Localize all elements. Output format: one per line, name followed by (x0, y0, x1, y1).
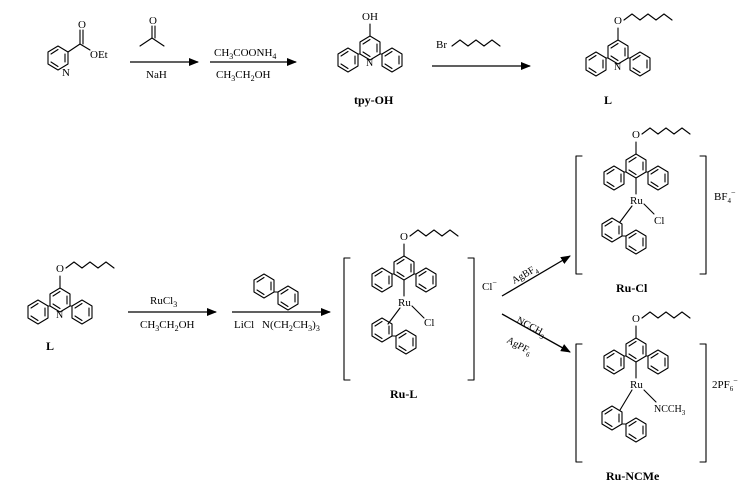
label-ru-l: Ru-L (390, 387, 417, 401)
reagent-licl: LiCl (234, 319, 254, 331)
svg-text:N: N (56, 310, 63, 321)
counterion-pf6: 2PF6− (712, 376, 738, 393)
svg-text:Cl: Cl (654, 215, 664, 227)
svg-text:Ru: Ru (398, 297, 411, 309)
tpy-oh-structure: OH N (338, 11, 402, 72)
label-tpy-oh: tpy-OH (354, 93, 394, 107)
complex-ru-l: O Ru Cl (343, 229, 475, 381)
svg-text:O: O (56, 263, 64, 275)
arrow-to-ru-cl (501, 255, 571, 297)
svg-text:N: N (366, 58, 373, 69)
svg-text:N: N (614, 62, 621, 73)
ligand-l-left: O N (28, 261, 115, 324)
reagent-ethanol: CH3CH2OH (216, 69, 271, 83)
svg-text:O: O (632, 129, 640, 141)
label-ru-ncme: Ru-NCMe (606, 469, 660, 483)
complex-ru-ncme: O Ru NCCH3 (575, 311, 707, 463)
svg-text:Ru: Ru (630, 379, 643, 391)
atom-oh: OH (362, 11, 378, 23)
svg-text:O: O (400, 231, 408, 243)
svg-text:Ru: Ru (630, 195, 643, 207)
label-l-left: L (46, 339, 54, 353)
bipyridine-reagent (254, 274, 298, 310)
counterion-bf4: BF4− (714, 188, 736, 205)
label-l-top: L (604, 93, 612, 107)
acetone: O (139, 15, 165, 47)
reagent-agpf6: AgPF6 (504, 335, 534, 359)
atom-n: N (62, 67, 70, 79)
reagent-rucl3: RuCl3 (150, 295, 177, 309)
label-ru-cl: Ru-Cl (616, 281, 648, 295)
atom-o-acetone: O (149, 15, 157, 27)
atom-o-carbonyl: O (78, 19, 86, 31)
atom-ncch3: NCCH3 (654, 404, 686, 417)
reagent-triethylamine: N(CH2CH3)3 (262, 319, 320, 333)
complex-ru-cl: O Ru Cl (575, 127, 707, 275)
reagent-ethanol-2: CH3CH2OH (140, 319, 195, 333)
reagent-ch3coonh4: CH3COONH4 (214, 47, 276, 61)
ethyl-picolinate: O OEt N (47, 19, 108, 79)
svg-text:O: O (632, 313, 640, 325)
ligand-l-top: O N (586, 13, 673, 76)
counterion-cl: Cl− (482, 278, 497, 293)
reagent-nah: NaH (146, 69, 167, 81)
svg-text:O: O (614, 15, 622, 27)
arrow-to-ru-ncme (501, 313, 571, 353)
reagent-br: Br (436, 39, 447, 51)
reagent-agbf4: AgBF4 (510, 263, 541, 288)
reagent-ncch3: NCCH3 (514, 315, 548, 341)
svg-text:Cl: Cl (424, 317, 434, 329)
atom-oet: OEt (90, 49, 108, 61)
